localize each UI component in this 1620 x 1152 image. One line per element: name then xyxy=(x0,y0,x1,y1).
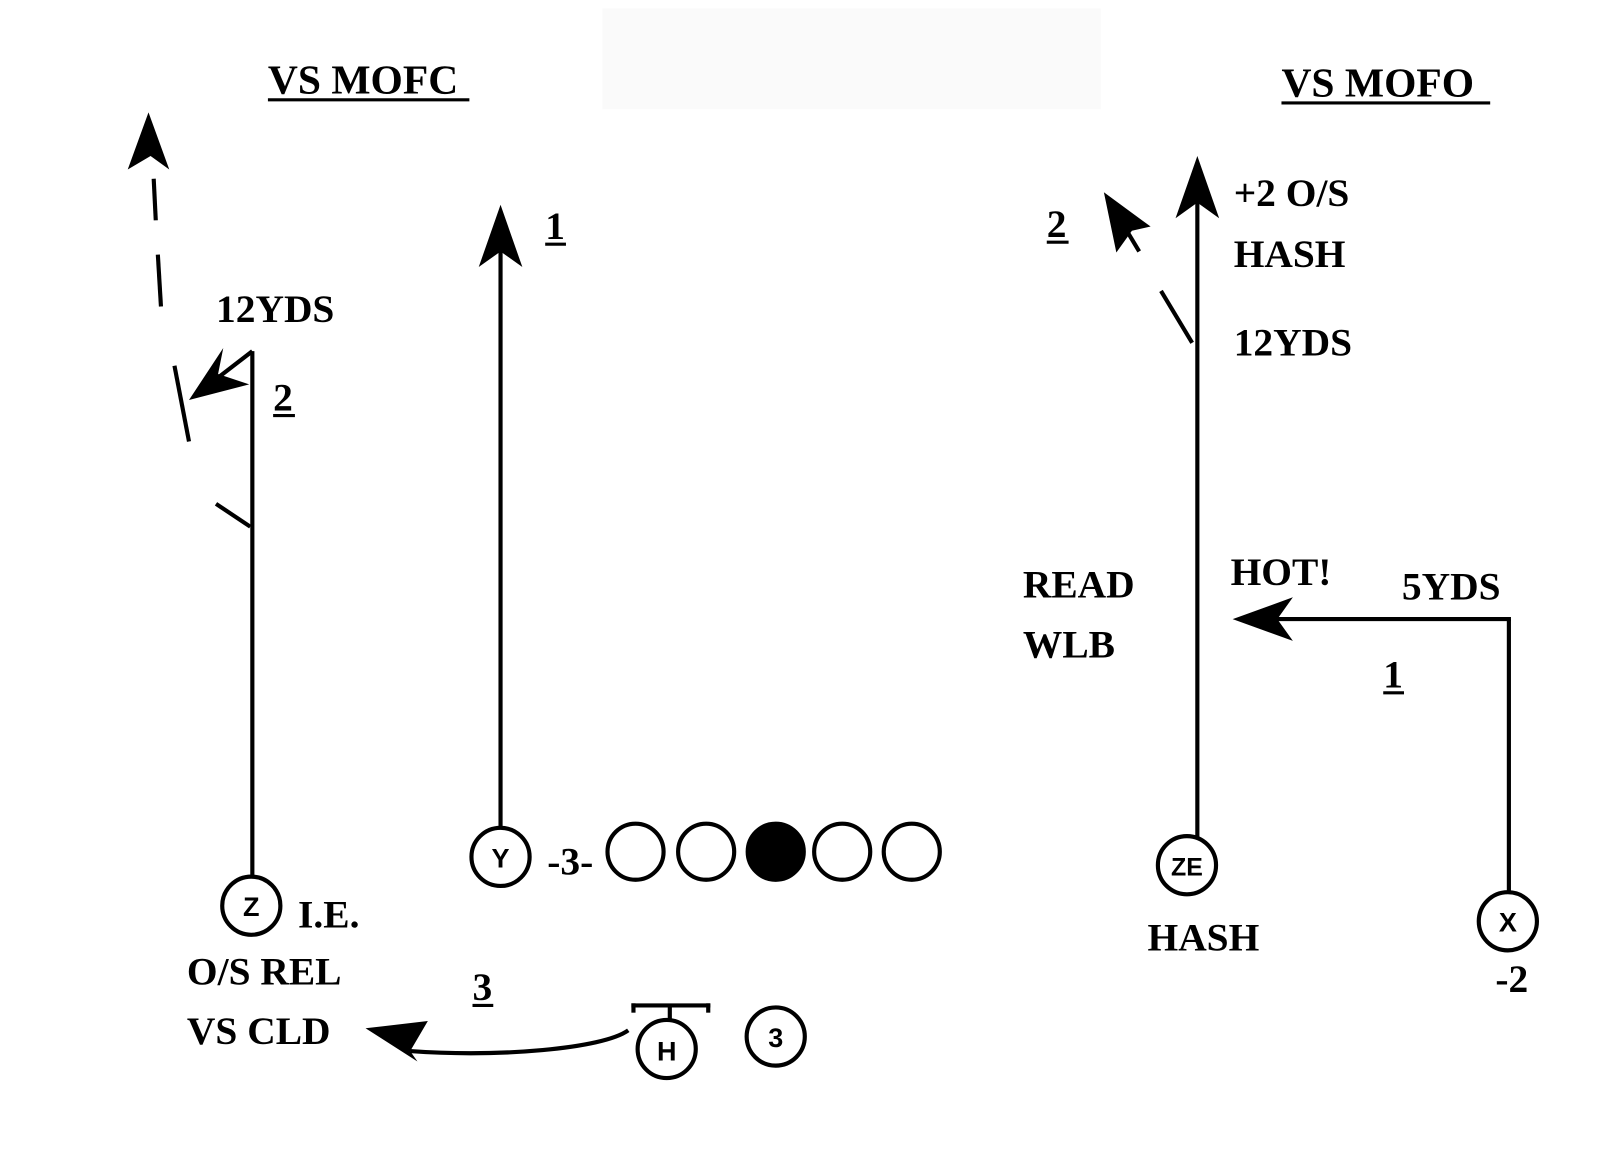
right-panel: VS MOFO +2 O/S HASH 12YDS 2 READ WLB HOT… xyxy=(1023,60,1540,1001)
ze-split-1: +2 O/S xyxy=(1234,171,1350,215)
player-z-letter: Z xyxy=(243,892,259,922)
left-panel: VS MOFC 12YDS 2 1 Y -3- xyxy=(127,57,942,1081)
right-panel-title: VS MOFO xyxy=(1281,60,1474,106)
lineman xyxy=(881,821,942,882)
left-panel-title: VS MOFC xyxy=(268,57,458,103)
faint-header-box xyxy=(602,8,1101,110)
ze-route xyxy=(1103,155,1220,838)
x-depth-label: 5YDS xyxy=(1402,564,1501,608)
player-ze-letter: ZE xyxy=(1171,854,1203,882)
player-3-letter: 3 xyxy=(768,1023,783,1053)
arrowhead-icon xyxy=(1232,597,1293,641)
y-split-label: -3- xyxy=(547,840,593,884)
player-y-letter: Y xyxy=(492,843,510,873)
lineman xyxy=(812,821,873,882)
ze-split-2: HASH xyxy=(1234,232,1346,276)
ze-depth-label: 12YDS xyxy=(1234,320,1352,364)
z-read-number: 2 xyxy=(273,375,293,419)
x-read-number: 1 xyxy=(1383,653,1403,697)
z-note-3: VS CLD xyxy=(187,1009,331,1053)
z-route xyxy=(189,348,255,878)
player-3: 3 xyxy=(744,1005,807,1068)
player-x: X xyxy=(1476,890,1540,953)
player-ze: ZE xyxy=(1155,834,1219,897)
player-z: Z xyxy=(220,874,283,937)
h-read-number: 3 xyxy=(472,965,492,1009)
z-depth-label: 12YDS xyxy=(216,287,334,331)
y-read-number: 1 xyxy=(545,204,565,248)
arrowhead-icon xyxy=(127,112,170,170)
h-route xyxy=(365,1003,711,1062)
lineman xyxy=(605,821,666,882)
arrowhead-icon xyxy=(1175,155,1220,219)
z-note-2: O/S REL xyxy=(187,950,342,994)
arrowhead-icon xyxy=(365,1020,428,1062)
arrowhead-icon xyxy=(1103,192,1151,253)
player-x-letter: X xyxy=(1499,908,1517,938)
read-label-2: WLB xyxy=(1023,623,1115,667)
arrowhead-icon xyxy=(189,348,250,400)
ze-read-number: 2 xyxy=(1047,202,1067,246)
z-option-route xyxy=(127,112,192,442)
hot-label: HOT! xyxy=(1231,550,1332,594)
ze-align-label: HASH xyxy=(1148,915,1260,959)
player-h-letter: H xyxy=(657,1036,677,1066)
lineman xyxy=(676,821,737,882)
offensive-line xyxy=(605,821,942,882)
player-h: H xyxy=(635,1017,698,1081)
center xyxy=(745,821,806,882)
y-route xyxy=(478,204,523,828)
x-route xyxy=(1232,597,1511,894)
read-label-1: READ xyxy=(1023,562,1135,606)
x-align-label: -2 xyxy=(1495,957,1528,1001)
player-y: Y xyxy=(469,825,532,889)
arrowhead-icon xyxy=(478,204,523,268)
z-note-1: I.E. xyxy=(298,893,359,937)
